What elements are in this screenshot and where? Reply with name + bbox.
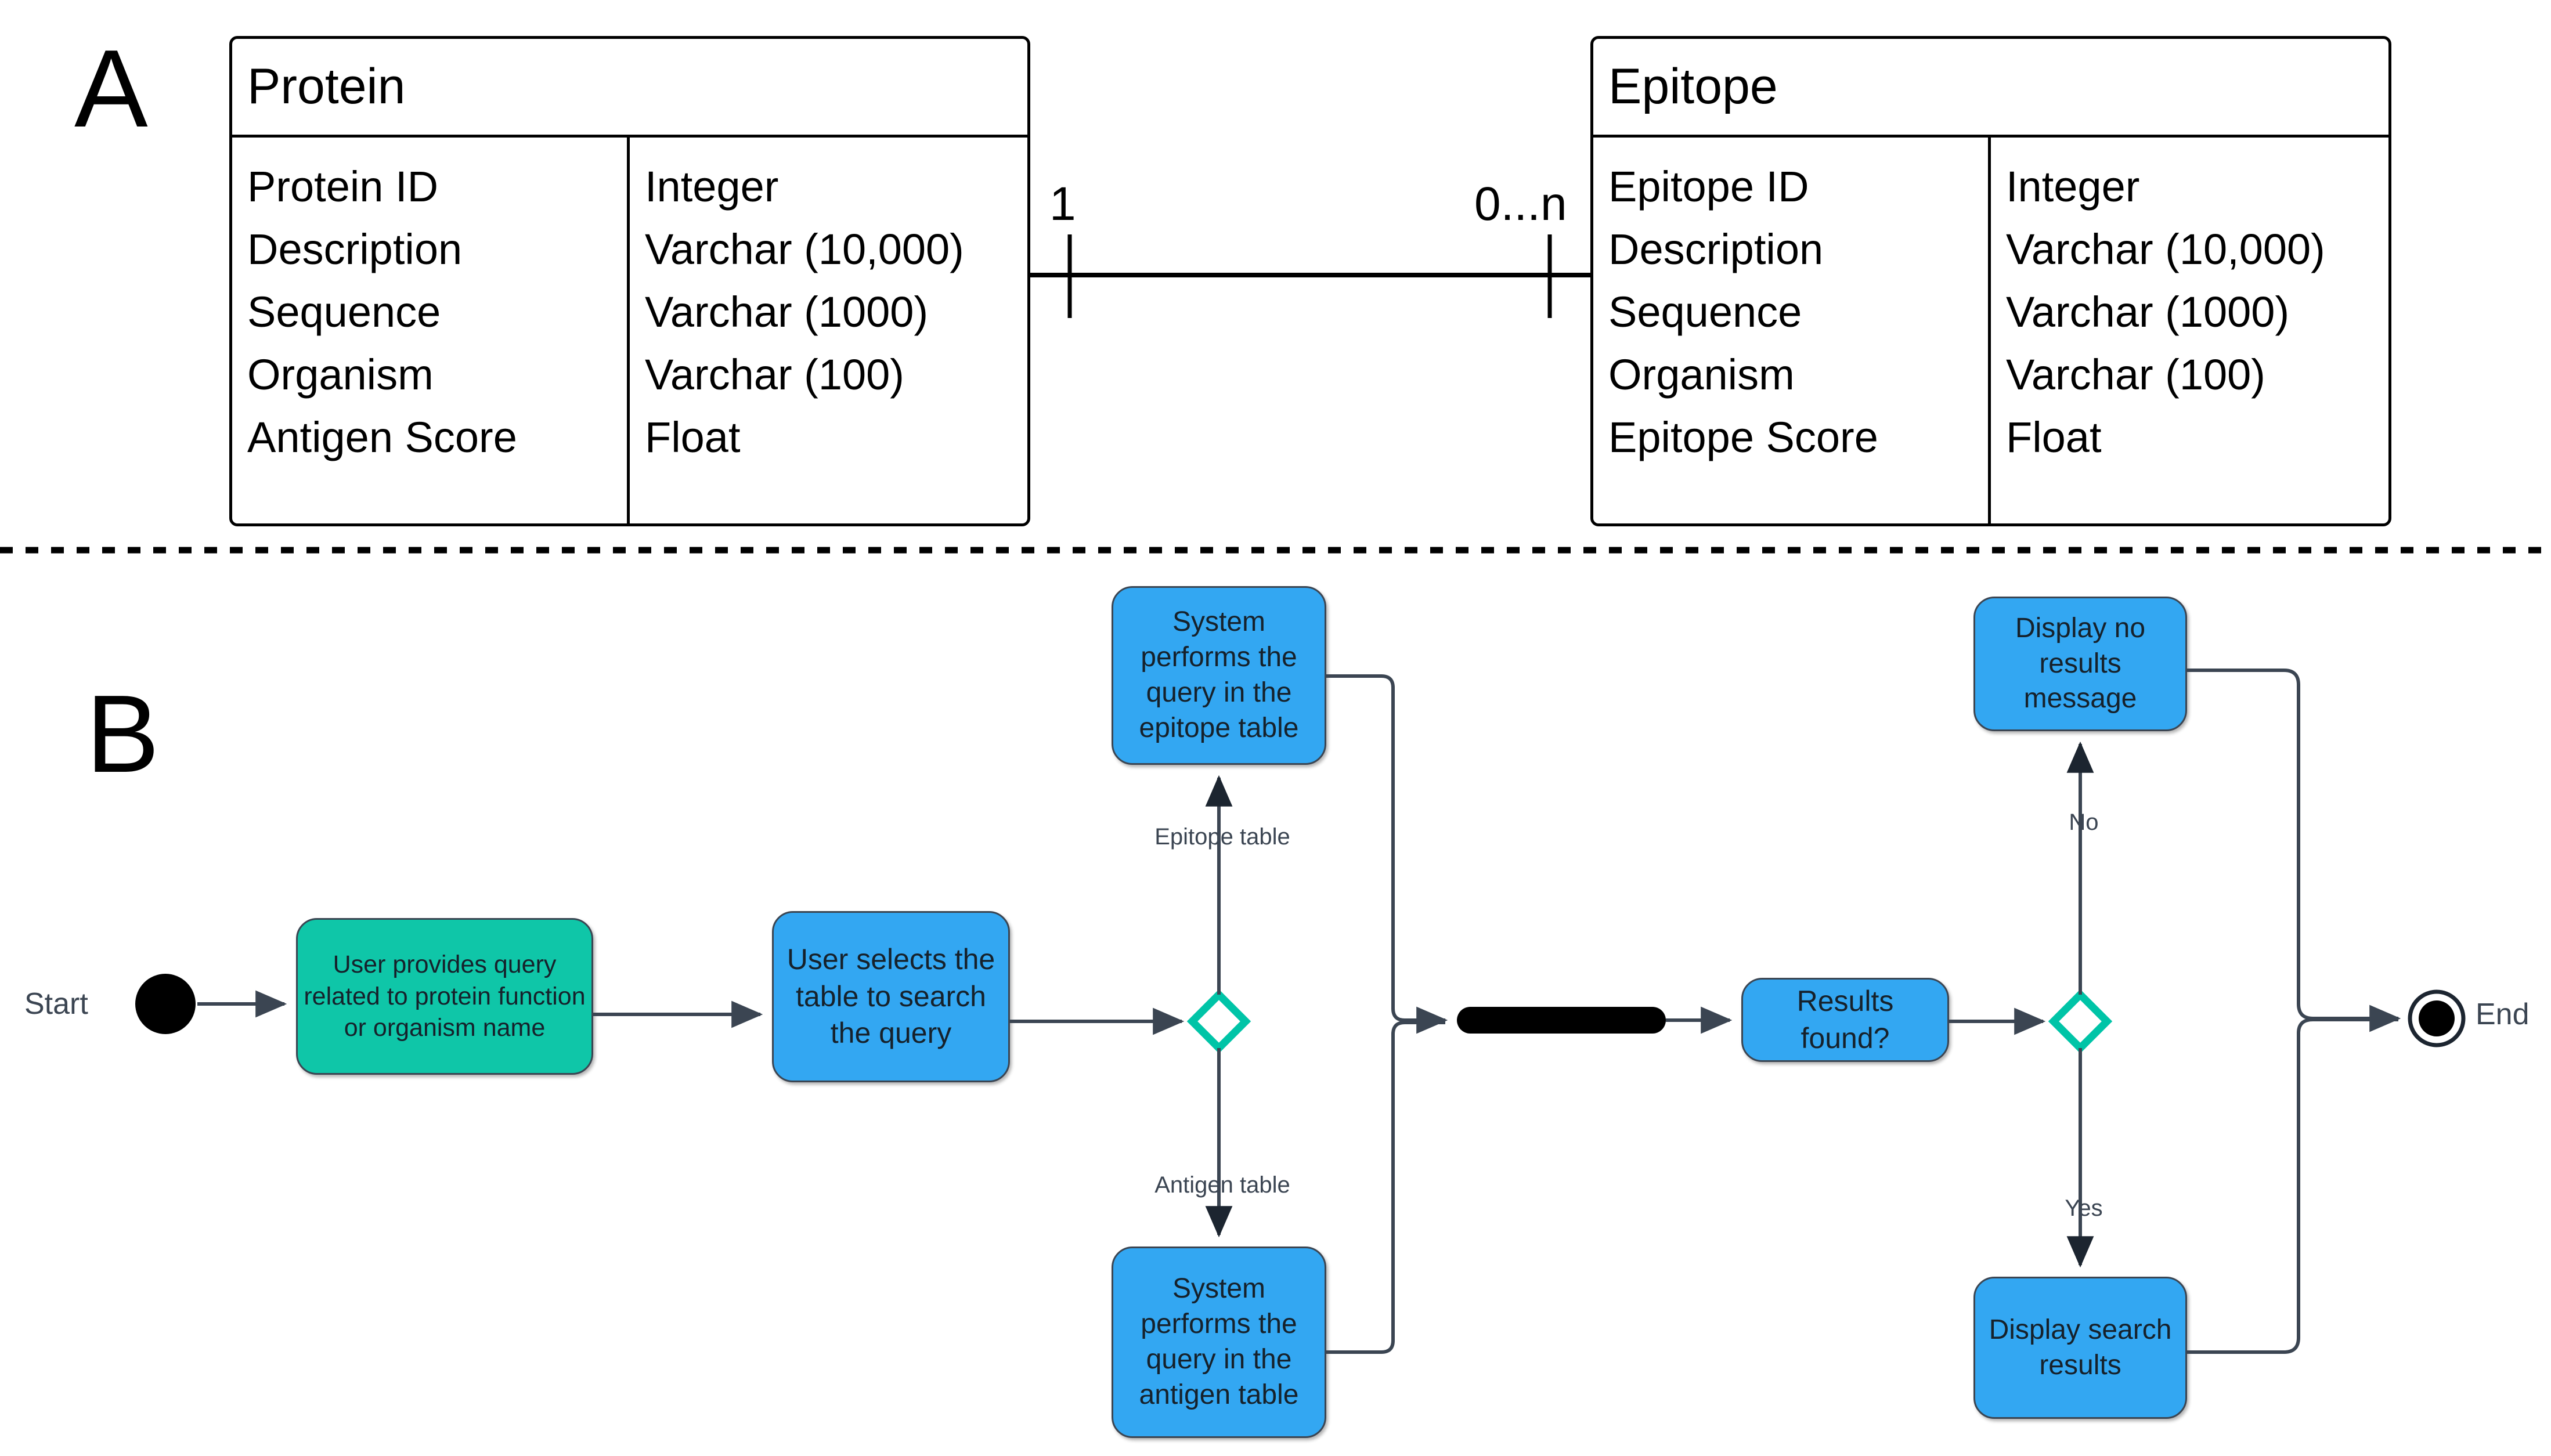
entity-type: Integer xyxy=(645,162,779,211)
flow-node-select-table[interactable]: User selects the table to search the que… xyxy=(772,911,1010,1082)
flow-node-no-results-message[interactable]: Display no results message xyxy=(1973,597,2187,731)
flow-node-label: User provides query related to protein f… xyxy=(304,951,586,1042)
entity-type: Varchar (10,000) xyxy=(645,225,964,273)
edge-label-epitope-table: Epitope table xyxy=(1135,824,1310,850)
flow-node-label: User selects the table to search the que… xyxy=(786,943,995,1050)
entity-protein: Protein Protein ID Description Sequence … xyxy=(229,36,1030,526)
cardinality-one: 1 xyxy=(1049,178,1076,230)
panel-b-letter: B xyxy=(86,673,160,796)
edge-label-antigen-table: Antigen table xyxy=(1135,1172,1310,1198)
entity-epitope-types: Integer Varchar (10,000) Varchar (1000) … xyxy=(1991,138,2388,523)
entity-type: Float xyxy=(2006,413,2102,461)
decision-diamond-table-choice[interactable] xyxy=(1186,989,1251,1054)
flow-node-provide-query[interactable]: User provides query related to protein f… xyxy=(296,918,593,1075)
start-node[interactable] xyxy=(135,974,196,1034)
edge-label-yes: Yes xyxy=(2028,1195,2139,1222)
entity-protein-fields: Protein ID Description Sequence Organism… xyxy=(232,138,630,523)
entity-type: Varchar (1000) xyxy=(645,288,929,336)
edge-message-to-end xyxy=(2187,669,2401,1032)
entity-field: Sequence xyxy=(1608,288,1802,336)
start-label: Start xyxy=(24,987,88,1021)
entity-type: Integer xyxy=(2006,162,2140,211)
flow-node-label: Display search results xyxy=(1989,1314,2172,1381)
entity-protein-body: Protein ID Description Sequence Organism… xyxy=(232,138,1027,523)
decision-diamond-results-found[interactable] xyxy=(2048,989,2113,1054)
flow-node-label: System performs the query in the epitope… xyxy=(1139,606,1299,743)
flow-node-label: Results found? xyxy=(1796,985,1894,1054)
entity-field: Protein ID xyxy=(247,162,439,211)
entity-field: Description xyxy=(247,225,463,273)
entity-field: Epitope ID xyxy=(1608,162,1809,211)
edge-query-epitope-to-join xyxy=(1326,674,1448,1034)
entity-field: Description xyxy=(1608,225,1824,273)
entity-type: Varchar (100) xyxy=(645,351,904,399)
entity-type: Varchar (100) xyxy=(2006,351,2265,399)
entity-protein-types: Integer Varchar (10,000) Varchar (1000) … xyxy=(630,138,1027,523)
flow-node-results-found[interactable]: Results found? xyxy=(1741,978,1949,1062)
entity-type: Varchar (10,000) xyxy=(2006,225,2325,273)
edge-results-to-end xyxy=(2187,1018,2398,1354)
panel-a-letter: A xyxy=(74,27,148,150)
entity-epitope: Epitope Epitope ID Description Sequence … xyxy=(1590,36,2391,526)
entity-field: Organism xyxy=(1608,351,1795,399)
entity-epitope-body: Epitope ID Description Sequence Organism… xyxy=(1593,138,2388,523)
entity-epitope-title: Epitope xyxy=(1593,39,2388,138)
edge-query-antigen-to-join xyxy=(1326,1021,1445,1354)
flow-node-query-epitope[interactable]: System performs the query in the epitope… xyxy=(1112,586,1326,765)
cardinality-zero-to-n: 0...n xyxy=(1474,178,1567,230)
entity-field: Epitope Score xyxy=(1608,413,1878,461)
entity-field: Sequence xyxy=(247,288,441,336)
end-label: End xyxy=(2476,998,2530,1031)
entity-type: Float xyxy=(645,413,741,461)
flow-node-query-antigen[interactable]: System performs the query in the antigen… xyxy=(1112,1247,1326,1438)
flow-node-label: Display no results message xyxy=(2015,612,2146,714)
edge-label-no: No xyxy=(2028,810,2139,836)
entity-type: Varchar (1000) xyxy=(2006,288,2290,336)
entity-field: Organism xyxy=(247,351,434,399)
entity-field: Antigen Score xyxy=(247,413,517,461)
entity-epitope-fields: Epitope ID Description Sequence Organism… xyxy=(1593,138,1991,523)
entity-protein-title: Protein xyxy=(232,39,1027,138)
end-node[interactable] xyxy=(2408,989,2466,1047)
join-bar xyxy=(1457,1007,1666,1034)
flow-node-label: System performs the query in the antigen… xyxy=(1139,1273,1299,1410)
flow-node-display-search-results[interactable]: Display search results xyxy=(1973,1277,2187,1419)
er-relationship-connector xyxy=(1030,234,1590,318)
